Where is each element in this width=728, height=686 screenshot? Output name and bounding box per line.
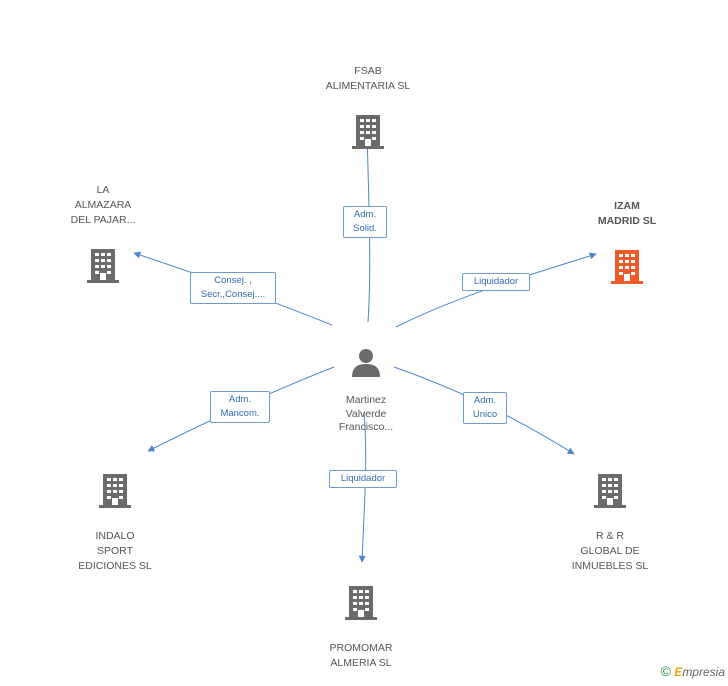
company-node-izam[interactable]: IZAM MADRID SL [577,184,677,299]
brand-logo-text: mpresia [682,665,725,679]
building-icon [99,474,131,508]
company-node-almazara[interactable]: LA ALMAZARA DEL PAJAR... [53,168,153,298]
role-badge-izam[interactable]: Liquidador [462,273,530,291]
person-node[interactable]: Martinez Valverde Francisco... [318,333,414,448]
company-label: FSAB ALIMENTARIA SL [325,65,411,92]
company-node-rr[interactable]: R & R GLOBAL DE INMUEBLES SL [555,459,665,589]
company-label: IZAM MADRID SL [597,200,657,227]
person-icon [352,348,380,377]
role-badge-rr[interactable]: Adm. Unico [463,392,507,424]
company-label: R & R GLOBAL DE INMUEBLES SL [571,530,649,572]
company-node-indalo[interactable]: INDALO SPORT EDICIONES SL [63,459,167,589]
brand-logo-e: E [674,665,683,679]
copyright-icon: © [660,663,671,679]
building-icon [87,249,119,283]
building-icon [352,115,384,149]
person-label: Martinez Valverde Francisco... [338,394,394,433]
role-badge-fsab[interactable]: Adm. Solid. [343,206,387,238]
company-node-promomar[interactable]: PROMOMAR ALMERIA SL [310,571,412,686]
building-icon [611,250,643,284]
role-badge-promomar[interactable]: Liquidador [329,470,397,488]
building-icon [594,474,626,508]
company-label: LA ALMAZARA DEL PAJAR... [70,184,136,226]
brand-footer[interactable]: © Empresia [661,663,725,679]
company-label: PROMOMAR ALMERIA SL [329,642,393,669]
role-badge-almazara[interactable]: Consej. , Secr.,Consej.... [190,272,276,304]
building-icon [345,586,377,620]
company-label: INDALO SPORT EDICIONES SL [78,530,152,572]
company-node-fsab[interactable]: FSAB ALIMENTARIA SL [308,49,428,164]
role-badge-indalo[interactable]: Adm. Mancom. [210,391,270,423]
